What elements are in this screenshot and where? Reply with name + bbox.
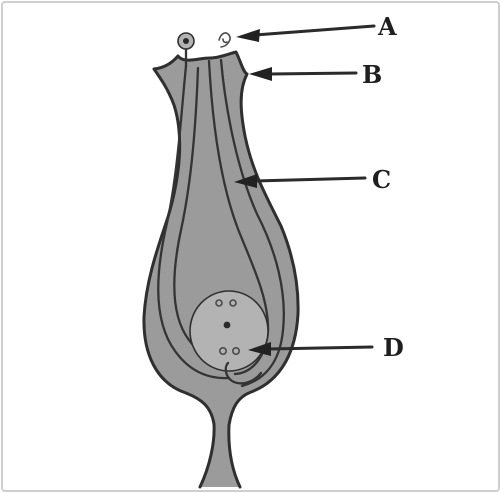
- label-b: B: [362, 60, 382, 89]
- central-nucleus: [224, 322, 231, 329]
- label-a: A: [377, 12, 397, 41]
- stigma-center: [183, 38, 189, 44]
- leader-line-d: [269, 347, 372, 349]
- embryo-sac-outline: [190, 291, 268, 371]
- label-d: D: [383, 333, 404, 362]
- label-c: C: [372, 165, 391, 194]
- leader-line-b: [270, 73, 356, 74]
